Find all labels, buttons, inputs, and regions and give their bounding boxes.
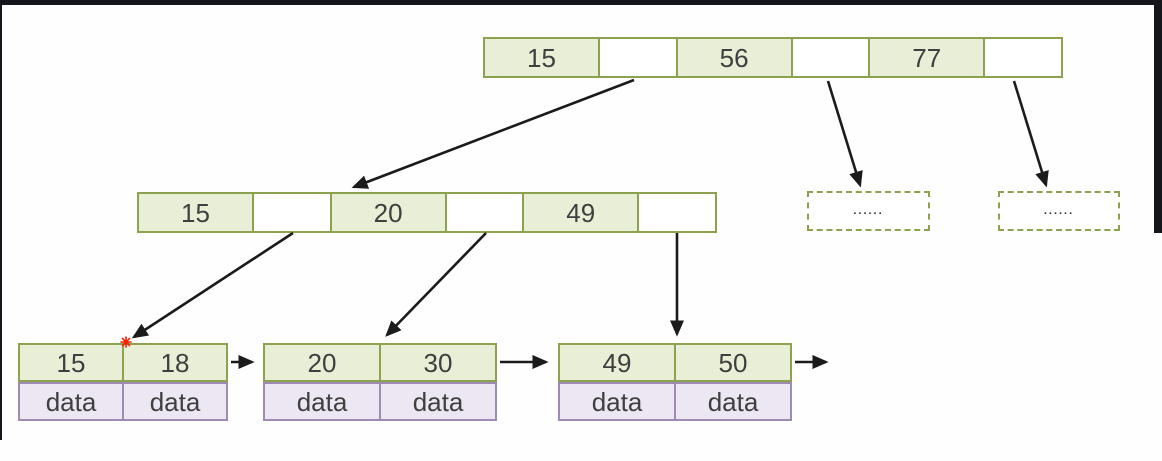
frame-top-bar: [0, 0, 1162, 5]
placeholder-node-2: ......: [998, 191, 1120, 231]
leaf-key-cell: 15: [20, 345, 122, 380]
leaf-key-cell: 49: [560, 345, 674, 380]
edge-root-to-placeholder-2: [1012, 80, 1049, 188]
leaf-data-row: data data: [558, 382, 792, 421]
leaf-node-3: 49 50 data data: [558, 343, 792, 421]
leaf-key-cell: 30: [379, 345, 495, 380]
root-key-cell: 77: [868, 39, 984, 76]
internal-key-cell: 15: [139, 194, 252, 231]
root-node: 15 56 77: [483, 37, 1063, 78]
root-pointer-cell: [597, 39, 676, 76]
leaf-key-cell: 18: [122, 345, 226, 380]
root-key-cell: 15: [485, 39, 598, 76]
internal-node: 15 20 49: [137, 192, 717, 233]
leaf-data-cell: data: [20, 384, 122, 419]
leaf-key-cell: 20: [265, 345, 379, 380]
leaf-data-cell: data: [265, 384, 379, 419]
leaf-key-cell: 50: [674, 345, 790, 380]
edge-internal-to-leaf-1: [131, 231, 294, 339]
leaf-node-2: 20 30 data data: [263, 343, 497, 421]
internal-pointer-cell: [444, 194, 523, 231]
placeholder-node-1: ......: [807, 191, 930, 231]
leaf-key-row: 49 50: [558, 343, 792, 382]
root-pointer-cell: [983, 39, 1061, 76]
leaf-data-row: data data: [263, 382, 497, 421]
leaf-data-cell: data: [122, 384, 226, 419]
root-key-cell: 56: [675, 39, 791, 76]
frame-left-bar: [0, 0, 2, 440]
edge-internal-to-leaf-2: [385, 232, 487, 337]
leaf-key-row: 20 30: [263, 343, 497, 382]
internal-pointer-cell: [251, 194, 330, 231]
edge-root-to-internal: [351, 78, 635, 189]
edge-root-to-placeholder-1: [826, 80, 863, 188]
leaf-data-row: data data: [18, 382, 228, 421]
internal-pointer-cell: [637, 194, 715, 231]
leaf-data-cell: data: [674, 384, 790, 419]
leaf-node-1: 15 18 data data: [18, 343, 228, 421]
leaf-data-cell: data: [560, 384, 674, 419]
leaf-data-cell: data: [379, 384, 495, 419]
frame-right-bar: [1154, 0, 1162, 233]
internal-key-cell: 49: [522, 194, 638, 231]
internal-key-cell: 20: [329, 194, 445, 231]
leaf-key-row: 15 18: [18, 343, 228, 382]
root-pointer-cell: [790, 39, 869, 76]
